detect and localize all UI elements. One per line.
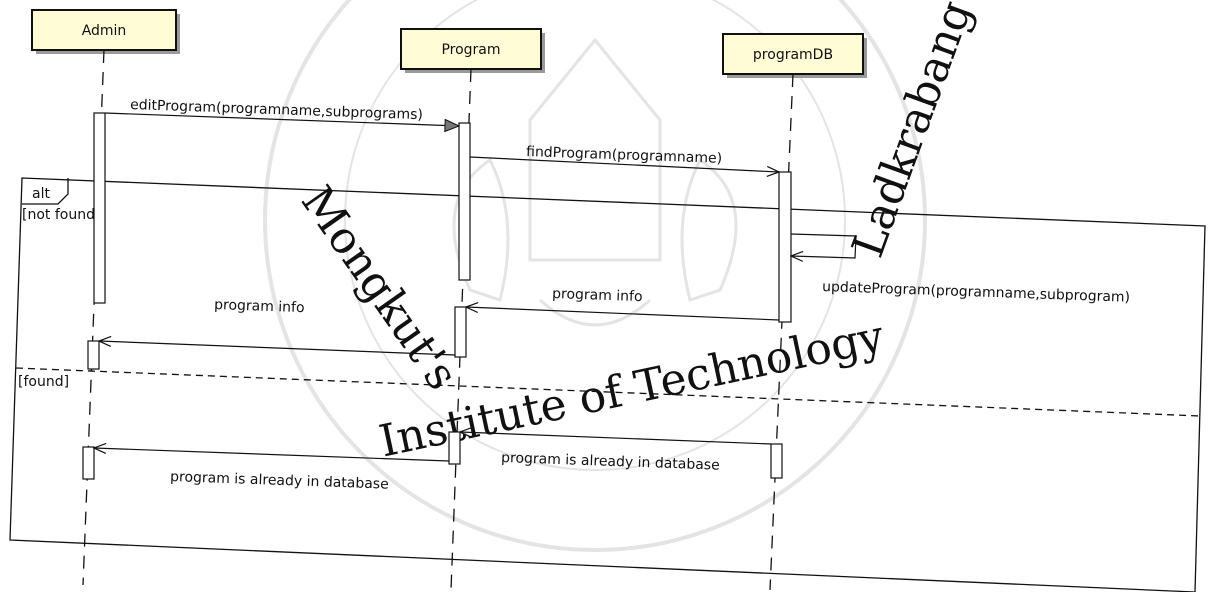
- alt-operator-tab: [22, 178, 69, 205]
- activation-programdb-1: [778, 171, 792, 323]
- activation-admin-3: [82, 446, 95, 480]
- participant-program: Program: [400, 28, 545, 73]
- activation-program-2: [454, 306, 467, 358]
- activation-program-1: [458, 122, 471, 281]
- participant-programdb-label: programDB: [753, 47, 833, 63]
- message-already-in-db-admin-label: program is already in database: [170, 469, 389, 493]
- message-find-program-label: findProgram(programname): [526, 144, 722, 167]
- participant-admin-box: [31, 9, 177, 51]
- participant-programdb: programDB: [722, 33, 867, 78]
- seal-left-naga: [452, 157, 510, 302]
- message-update-program-arrow: [791, 233, 857, 258]
- message-program-info-admin-arrow: [99, 341, 456, 356]
- activation-admin-2: [87, 340, 100, 370]
- message-program-info-admin-label: program info: [214, 297, 305, 316]
- participant-admin-label: Admin: [82, 23, 127, 39]
- lifeline-programdb: [769, 73, 794, 591]
- participant-program-label: Program: [441, 42, 500, 58]
- activation-admin-1: [93, 112, 106, 304]
- activation-program-3: [448, 431, 461, 465]
- watermark-text-left: Mongkut's: [291, 177, 468, 399]
- participant-admin: Admin: [31, 9, 180, 54]
- seal-crown-shape: [528, 37, 662, 262]
- participant-programdb-box: [722, 33, 864, 75]
- seal-base-curve: [538, 298, 652, 327]
- seal-inner-ring: [344, 0, 846, 471]
- alt-operator-label: alt: [32, 186, 50, 202]
- message-update-program-label: updateProgram(programname,subprogram): [822, 279, 1130, 306]
- message-program-info-db-label: program info: [552, 286, 643, 305]
- message-find-program-arrow: [469, 156, 779, 172]
- activation-programdb-2: [770, 443, 783, 479]
- alt-guard-not-found: [not found]: [22, 207, 100, 223]
- message-already-in-db-arrow: [460, 432, 772, 445]
- seal-outer-ring: [263, 0, 927, 552]
- alt-operand-separator: [15, 367, 1201, 417]
- message-already-in-db-label: program is already in database: [501, 450, 720, 474]
- alt-guard-found: [found]: [18, 374, 69, 390]
- message-already-in-db-admin-arrow: [94, 448, 450, 462]
- message-program-info-db-arrow: [466, 307, 780, 321]
- message-edit-program-arrow: [104, 112, 459, 126]
- seal-right-naga: [680, 157, 738, 302]
